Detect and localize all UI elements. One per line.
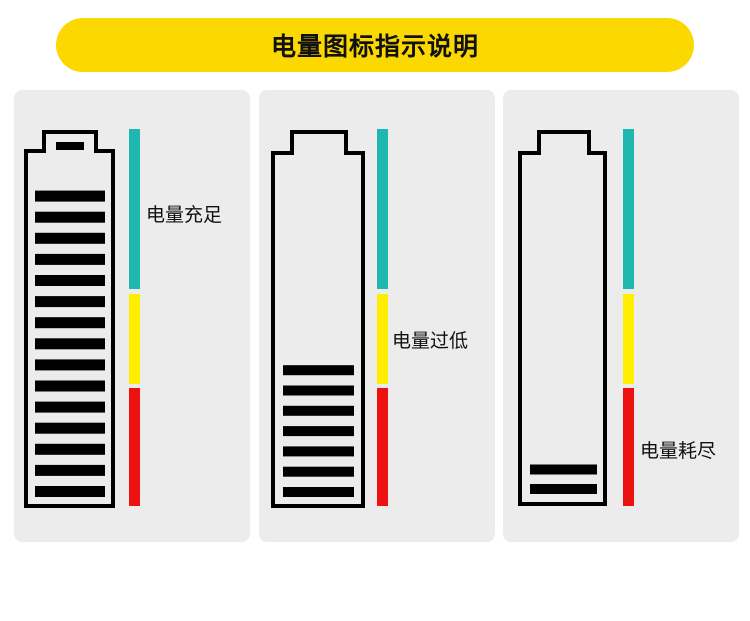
battery-charge-bar [35, 232, 105, 244]
scale-low-segment [377, 388, 388, 506]
battery-status-label: 电量过低 [392, 330, 469, 352]
page-title: 电量图标指示说明 [270, 32, 479, 61]
battery-charge-bar [35, 190, 105, 202]
battery-charge-bar [35, 253, 105, 265]
battery-charge-bar [35, 338, 105, 350]
scale-mid-segment [129, 294, 140, 384]
battery-status-label: 电量充足 [146, 204, 223, 226]
battery-charge-bar [283, 487, 354, 497]
battery-charge-bar [530, 484, 597, 494]
battery-status-label: 电量耗尽 [640, 440, 717, 462]
battery-charge-bar [283, 426, 354, 437]
battery-charge-bar [283, 365, 354, 376]
battery-low-icon [271, 130, 365, 508]
scale-mid-segment [377, 294, 388, 384]
scale-high-segment [623, 129, 634, 289]
battery-charge-bar [283, 385, 354, 396]
battery-bars [35, 190, 105, 497]
battery-charge-bar [283, 446, 354, 457]
battery-bar [56, 142, 84, 150]
battery-charge-bar [35, 464, 105, 476]
battery-full-icon [24, 130, 115, 508]
battery-panel-full: 电量充足 [14, 90, 250, 542]
battery-charge-bar [35, 422, 105, 434]
battery-charge-bar [35, 401, 105, 413]
scale-high-segment [377, 129, 388, 289]
battery-bars [530, 464, 597, 494]
battery-charge-bar [35, 486, 105, 497]
scale-low-segment [623, 388, 634, 506]
scale-high-segment [129, 129, 140, 289]
battery-charge-bar [35, 443, 105, 455]
battery-panel-empty: 电量耗尽 [503, 90, 739, 542]
battery-charge-bar [35, 317, 105, 329]
battery-charge-bar [35, 296, 105, 308]
battery-panel-low: 电量过低 [259, 90, 495, 542]
scale-low-segment [129, 388, 140, 506]
battery-bars [283, 365, 354, 497]
battery-charge-bar [35, 275, 105, 286]
battery-charge-bar [283, 466, 354, 477]
battery-charge-bar [35, 359, 105, 371]
battery-empty-icon [518, 130, 607, 506]
battery-charge-bar [530, 464, 597, 475]
battery-charge-bar [283, 405, 354, 416]
battery-charge-bar [35, 211, 105, 223]
scale-mid-segment [623, 294, 634, 384]
battery-charge-bar [35, 380, 105, 392]
title-banner: 电量图标指示说明 [56, 18, 694, 72]
